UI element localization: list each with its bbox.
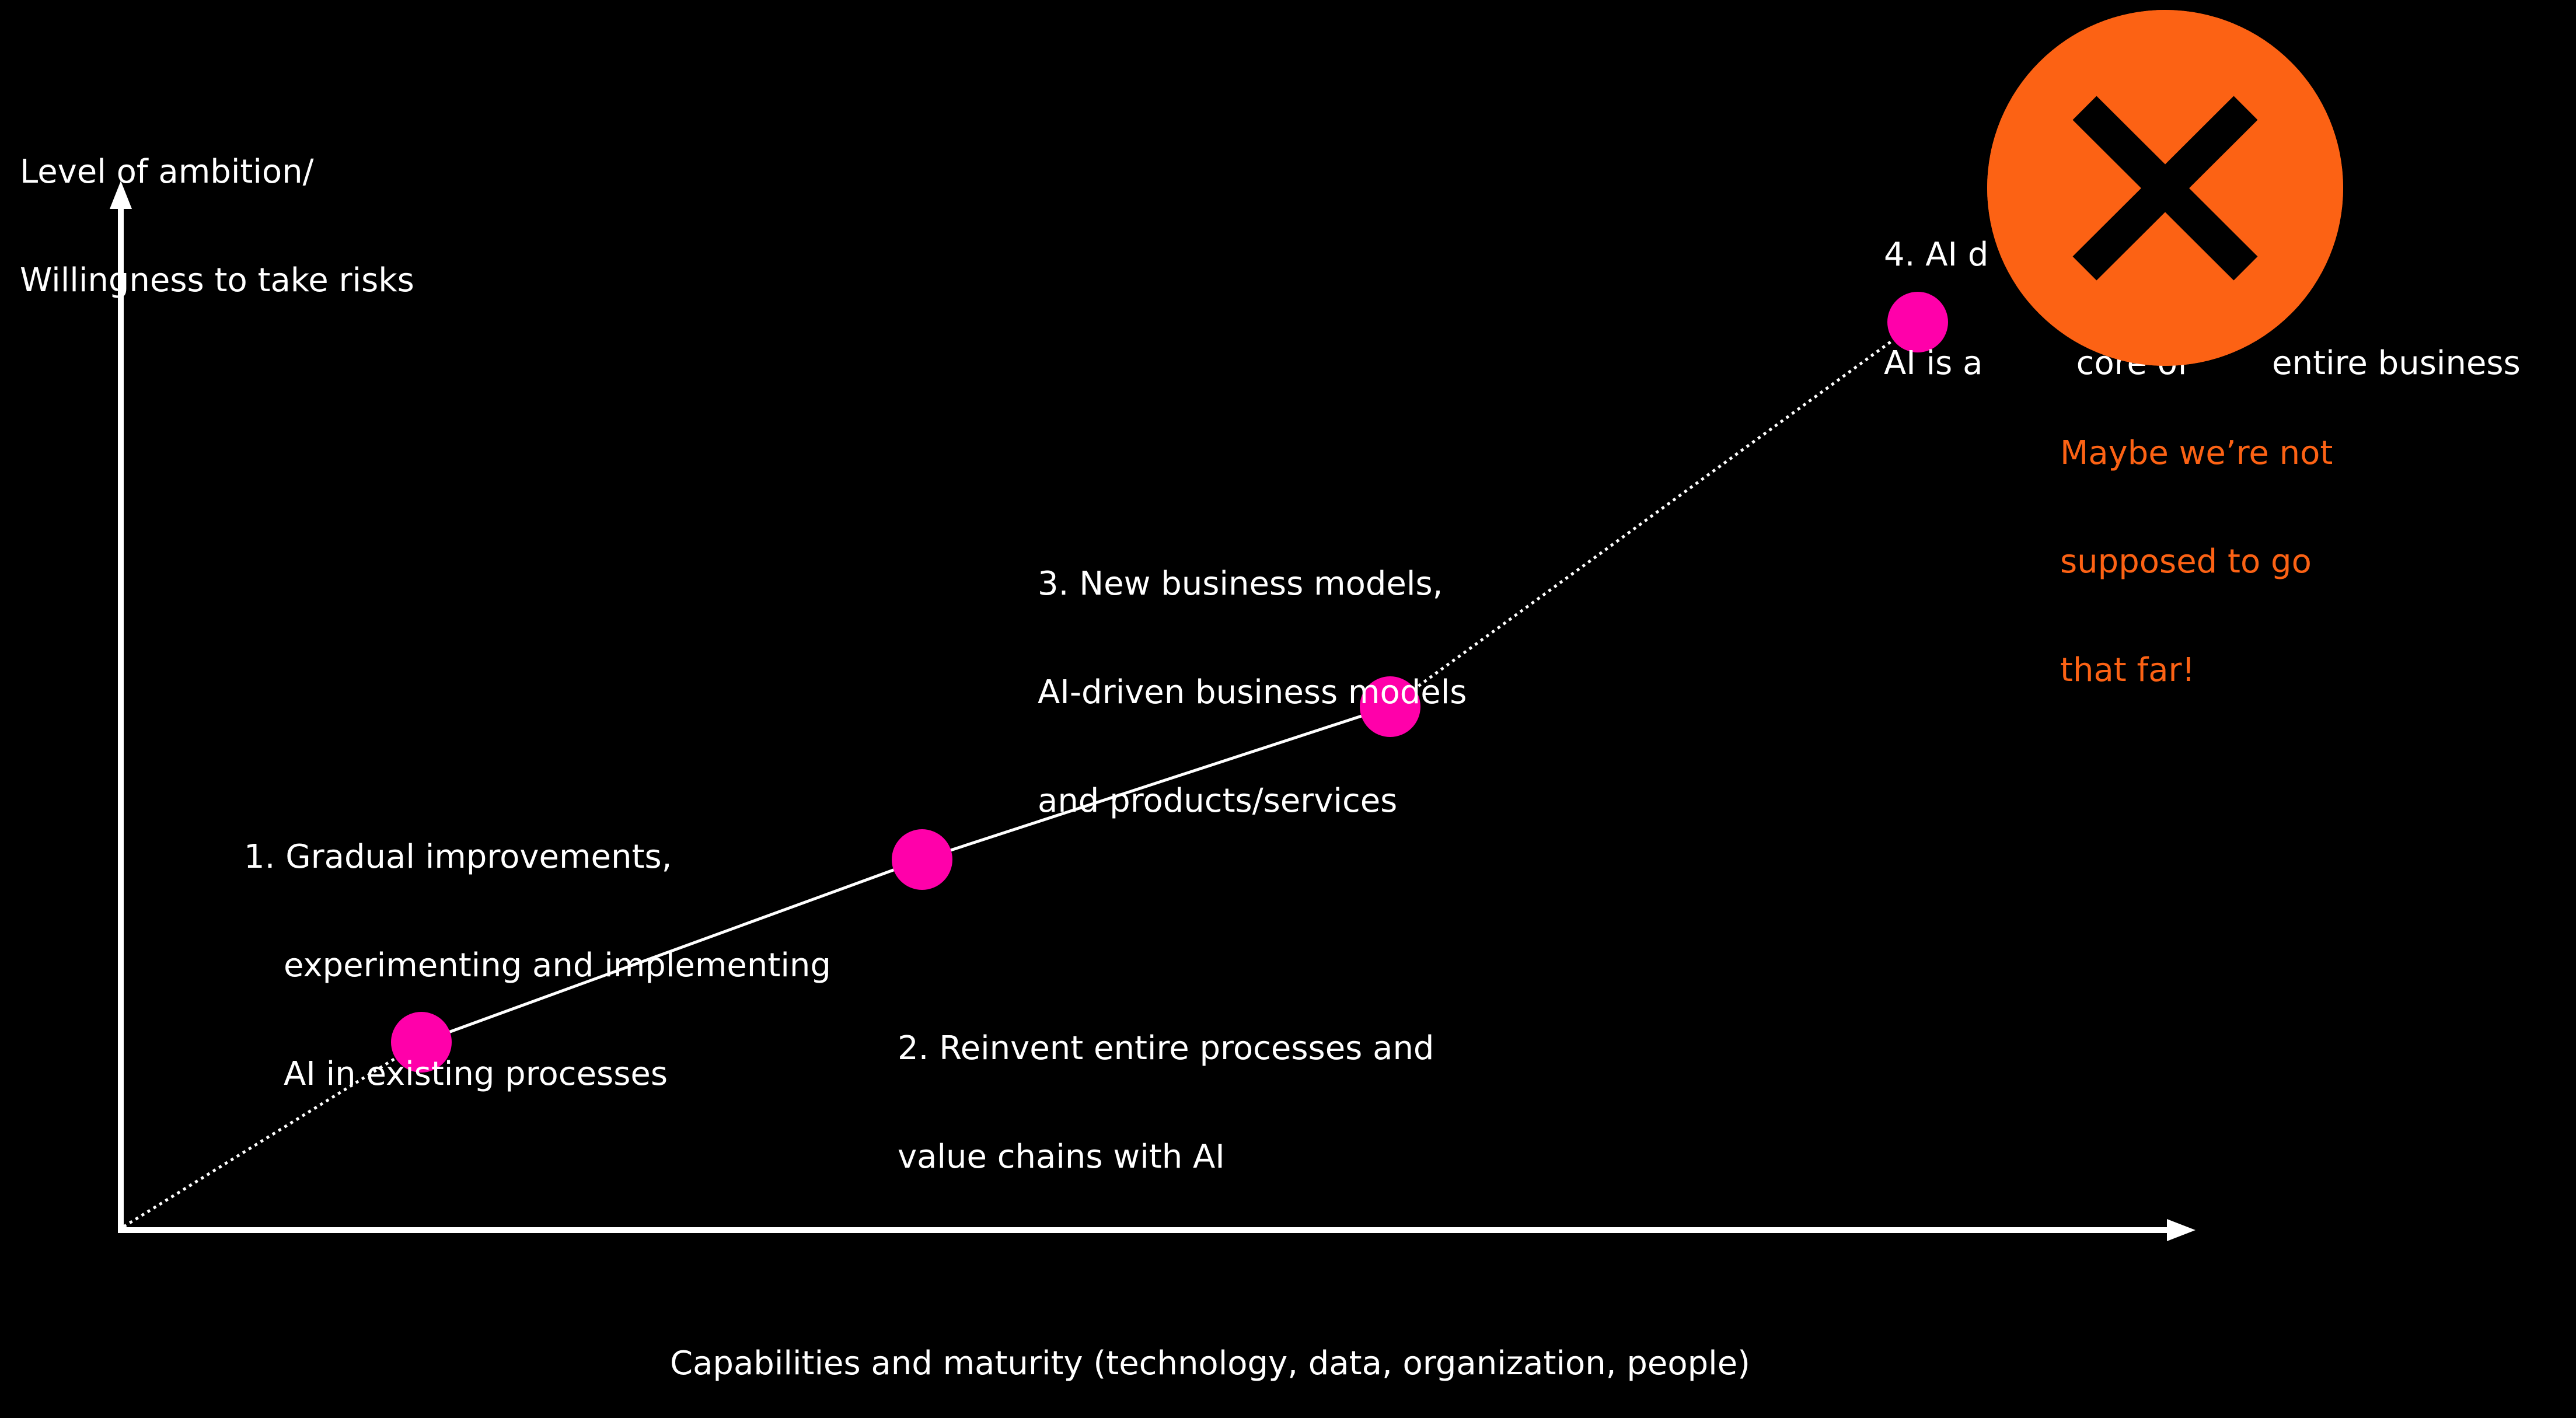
warning-line-3: that far! [2060, 651, 2195, 689]
trend-dotted-end [1389, 320, 1919, 708]
warning-line-2: supposed to go [2060, 543, 2312, 581]
y-axis-label: Level of ambition/ Willingness to take r… [20, 82, 414, 335]
trend-solid-segment-2 [922, 705, 1391, 861]
stage-2-label: 2. Reinvent entire processes and value c… [898, 958, 1434, 1211]
stage-4-number: 4. [1884, 236, 1915, 274]
stage-3-number: 3. [1038, 565, 1069, 603]
warning-line-1: Maybe we’re not [2060, 434, 2333, 472]
stage-1-label: 1. Gradual improvements, experimenting a… [244, 767, 831, 1129]
x-axis-label: Capabilities and maturity (technology, d… [670, 1273, 1750, 1418]
warning-label: Maybe we’re not supposed to go that far! [2060, 363, 2333, 725]
x-axis-label-text: Capabilities and maturity (technology, d… [670, 1344, 1751, 1382]
stage-3-marker [1360, 676, 1420, 737]
y-axis-arrowhead [110, 181, 132, 209]
stage-3-label: 3. New business models, AI-driven busine… [1038, 494, 1467, 855]
stage-2-line-1: Reinvent entire processes and [939, 1029, 1434, 1067]
stage-3-line-2: AI-driven business models [1038, 673, 1467, 711]
stage-2-number: 2. [898, 1029, 929, 1067]
trend-solid-segment-1 [421, 858, 923, 1044]
stage-2-line-2: value chains with AI [898, 1138, 1225, 1176]
stage-2-marker [892, 829, 952, 890]
stage-1-number: 1. [244, 838, 275, 876]
y-axis-label-line-2: Willingness to take risks [20, 261, 414, 299]
stage-1-line-1: Gradual improvements, [285, 838, 672, 876]
stage-1-marker [391, 1012, 452, 1073]
trend-dotted-start [123, 1040, 423, 1228]
stage-3-line-1: New business models, [1079, 565, 1443, 603]
stage-3-line-3: and products/services [1038, 782, 1398, 820]
x-axis-arrowhead [2167, 1219, 2195, 1241]
stage-1-line-2: experimenting and implementing [284, 947, 831, 984]
stage-4-line-1: AI d organi [1925, 236, 2259, 274]
stage-4-marker [1887, 292, 1948, 352]
y-axis-label-line-1: Level of ambition/ [20, 153, 314, 191]
stage-1-line-3: AI in existing processes [284, 1055, 668, 1093]
